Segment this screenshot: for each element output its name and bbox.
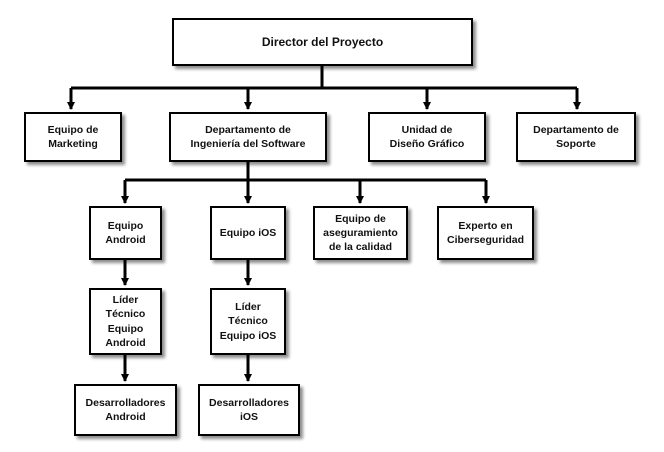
node-director: Director del Proyecto	[172, 18, 473, 66]
node-security-expert: Experto en Ciberseguridad	[437, 206, 534, 260]
node-ios-developers: Desarrolladores iOS	[198, 384, 300, 436]
node-android-team: Equipo Android	[89, 206, 162, 260]
node-graphic-design: Unidad de Diseño Gráfico	[368, 112, 486, 162]
node-support-dept: Departamento de Soporte	[516, 112, 636, 162]
node-marketing: Equipo de Marketing	[24, 112, 122, 162]
node-software-dept: Departamento de Ingeniería del Software	[169, 112, 327, 162]
node-ios-team: Equipo iOS	[210, 206, 286, 260]
node-qa-team: Equipo de aseguramiento de la calidad	[313, 206, 408, 260]
node-ios-lead: Líder Técnico Equipo iOS	[210, 288, 286, 355]
node-android-lead: Líder Técnico Equipo Android	[89, 288, 162, 355]
node-android-developers: Desarrolladores Android	[74, 384, 177, 436]
